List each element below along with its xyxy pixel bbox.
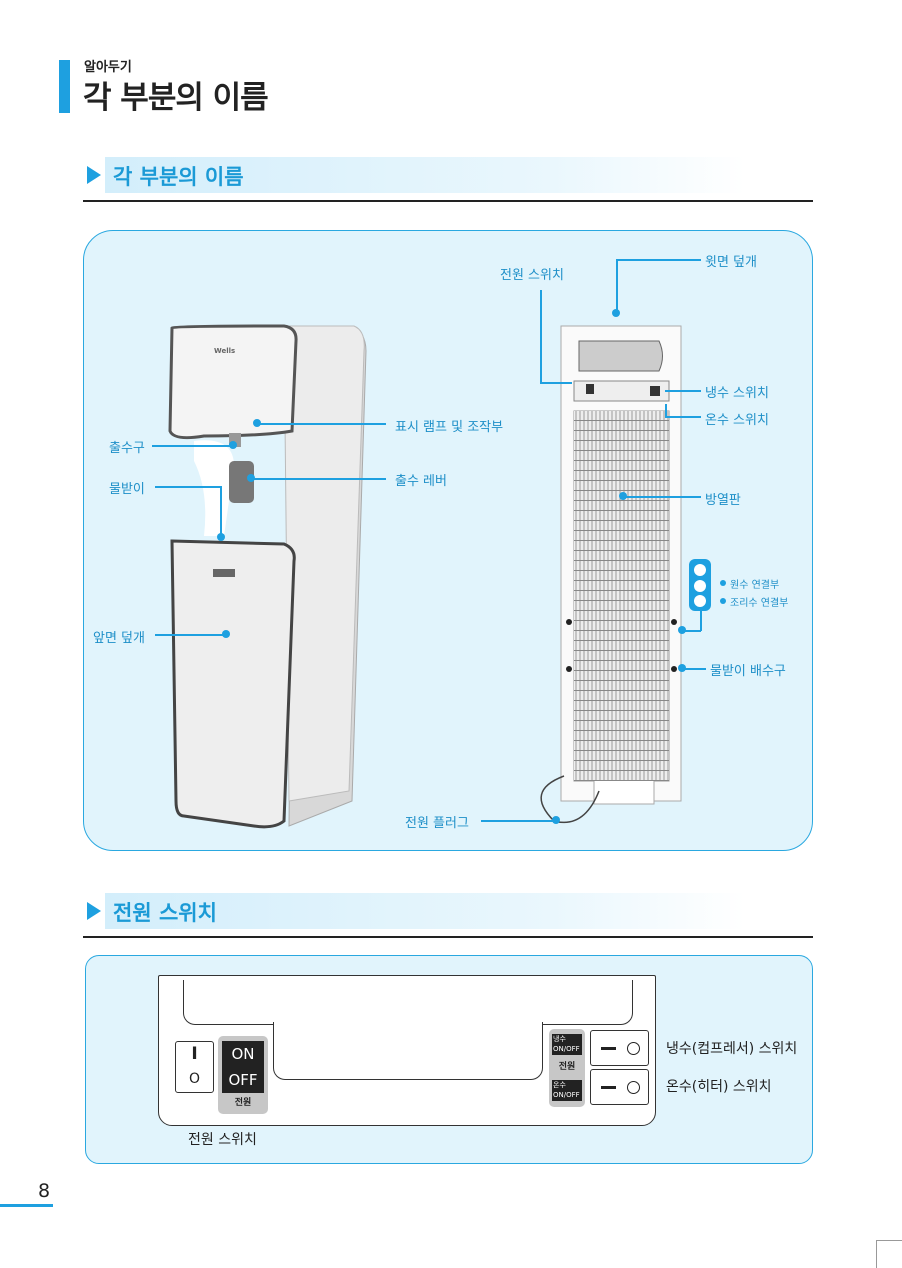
hot-onoff-text: ON/OFF <box>553 1091 580 1099</box>
label-power-switch: 전원 스위치 <box>500 268 564 283</box>
leader-line <box>258 423 386 425</box>
label-lever: 출수 레버 <box>395 474 447 489</box>
on-off-label: ON OFF <box>222 1041 264 1093</box>
page-number-underline <box>0 1204 53 1207</box>
leader-dot <box>720 580 726 586</box>
category-label: 알아두기 <box>84 60 132 75</box>
page-title: 각 부분의 이름 <box>83 80 269 116</box>
leader-line <box>682 630 701 632</box>
leader-dot <box>678 626 686 634</box>
divider <box>83 936 813 938</box>
cold-onoff-label: 냉수 ON/OFF <box>552 1034 582 1055</box>
crop-mark <box>876 1240 902 1241</box>
leader-dot <box>222 630 230 638</box>
leader-dot <box>552 816 560 824</box>
crop-mark <box>876 1240 877 1268</box>
page-number: 8 <box>38 1180 51 1202</box>
section-header-band <box>105 893 745 929</box>
leader-dot <box>253 419 261 427</box>
leader-dot <box>247 474 255 482</box>
label-display: 표시 램프 및 조작부 <box>395 420 504 435</box>
leader-dot <box>612 309 620 317</box>
cold-text: 냉수 <box>553 1035 566 1043</box>
leader-line <box>481 820 556 822</box>
on-dash-icon <box>601 1086 616 1089</box>
triangle-bullet-icon <box>87 902 101 920</box>
off-circle-icon <box>627 1042 640 1055</box>
off-circle-icon <box>627 1081 640 1094</box>
section-title: 전원 스위치 <box>113 901 217 925</box>
hot-switch[interactable] <box>590 1069 649 1105</box>
leader-line <box>665 390 701 392</box>
panel-recess <box>183 980 633 1025</box>
label-drip-tray: 물받이 <box>109 482 145 497</box>
leader-dot <box>619 492 627 500</box>
divider <box>83 200 813 202</box>
product-logo: Wells <box>214 347 236 355</box>
off-label: OFF <box>228 1071 258 1089</box>
leader-line <box>152 445 230 447</box>
label-hot-heater-switch: 온수(히터) 스위치 <box>666 1079 772 1095</box>
leader-line <box>682 668 706 670</box>
label-power-switch: 전원 스위치 <box>188 1132 257 1148</box>
leader-line <box>252 478 386 480</box>
leader-dot <box>229 441 237 449</box>
label-cold-switch: 냉수 스위치 <box>705 386 769 401</box>
triangle-bullet-icon <box>87 166 101 184</box>
leader-dot <box>217 533 225 541</box>
label-radiator: 방열판 <box>705 493 741 508</box>
leader-line <box>616 259 618 311</box>
main-power-rocker-switch[interactable]: I O <box>175 1041 214 1093</box>
leader-line <box>665 404 667 417</box>
label-plug: 전원 플러그 <box>405 816 469 831</box>
leader-line <box>617 259 701 261</box>
sub-power-label: 전원 <box>558 1062 576 1072</box>
off-symbol: O <box>188 1071 201 1087</box>
hot-text: 온수 <box>553 1081 566 1089</box>
label-cooking-water: 조리수 연결부 <box>730 598 789 609</box>
label-tray-drain: 물받이 배수구 <box>710 664 786 679</box>
leader-dot <box>720 598 726 604</box>
on-symbol: I <box>191 1044 198 1064</box>
label-raw-water: 원수 연결부 <box>730 580 780 591</box>
leader-line <box>540 290 542 383</box>
leader-line <box>155 634 225 636</box>
cold-switch[interactable] <box>590 1030 649 1066</box>
water-purifier-illustration <box>168 324 711 829</box>
hot-onoff-label: 온수 ON/OFF <box>552 1080 582 1101</box>
panel-recess <box>273 1022 543 1080</box>
leader-line <box>540 382 572 384</box>
on-dash-icon <box>601 1047 616 1050</box>
section-title: 각 부분의 이름 <box>113 165 244 189</box>
label-outlet: 출수구 <box>109 441 145 456</box>
leader-line <box>700 611 702 631</box>
parts-diagram <box>83 230 813 851</box>
title-accent-bar <box>59 60 70 113</box>
leader-line <box>220 486 222 536</box>
leader-line <box>155 486 221 488</box>
leader-line <box>665 416 701 418</box>
radiator-grille-illustration <box>574 411 669 781</box>
label-top-cover: 윗면 덮개 <box>705 255 757 270</box>
section-header-band <box>105 157 745 193</box>
leader-line <box>624 496 701 498</box>
label-front-cover: 앞면 덮개 <box>93 631 145 646</box>
leader-dot <box>678 664 686 672</box>
cold-onoff-text: ON/OFF <box>553 1045 580 1053</box>
label-hot-switch: 온수 스위치 <box>705 413 769 428</box>
on-label: ON <box>231 1045 255 1063</box>
label-cold-compressor-switch: 냉수(컴프레서) 스위치 <box>666 1041 798 1057</box>
power-label: 전원 <box>234 1098 252 1108</box>
